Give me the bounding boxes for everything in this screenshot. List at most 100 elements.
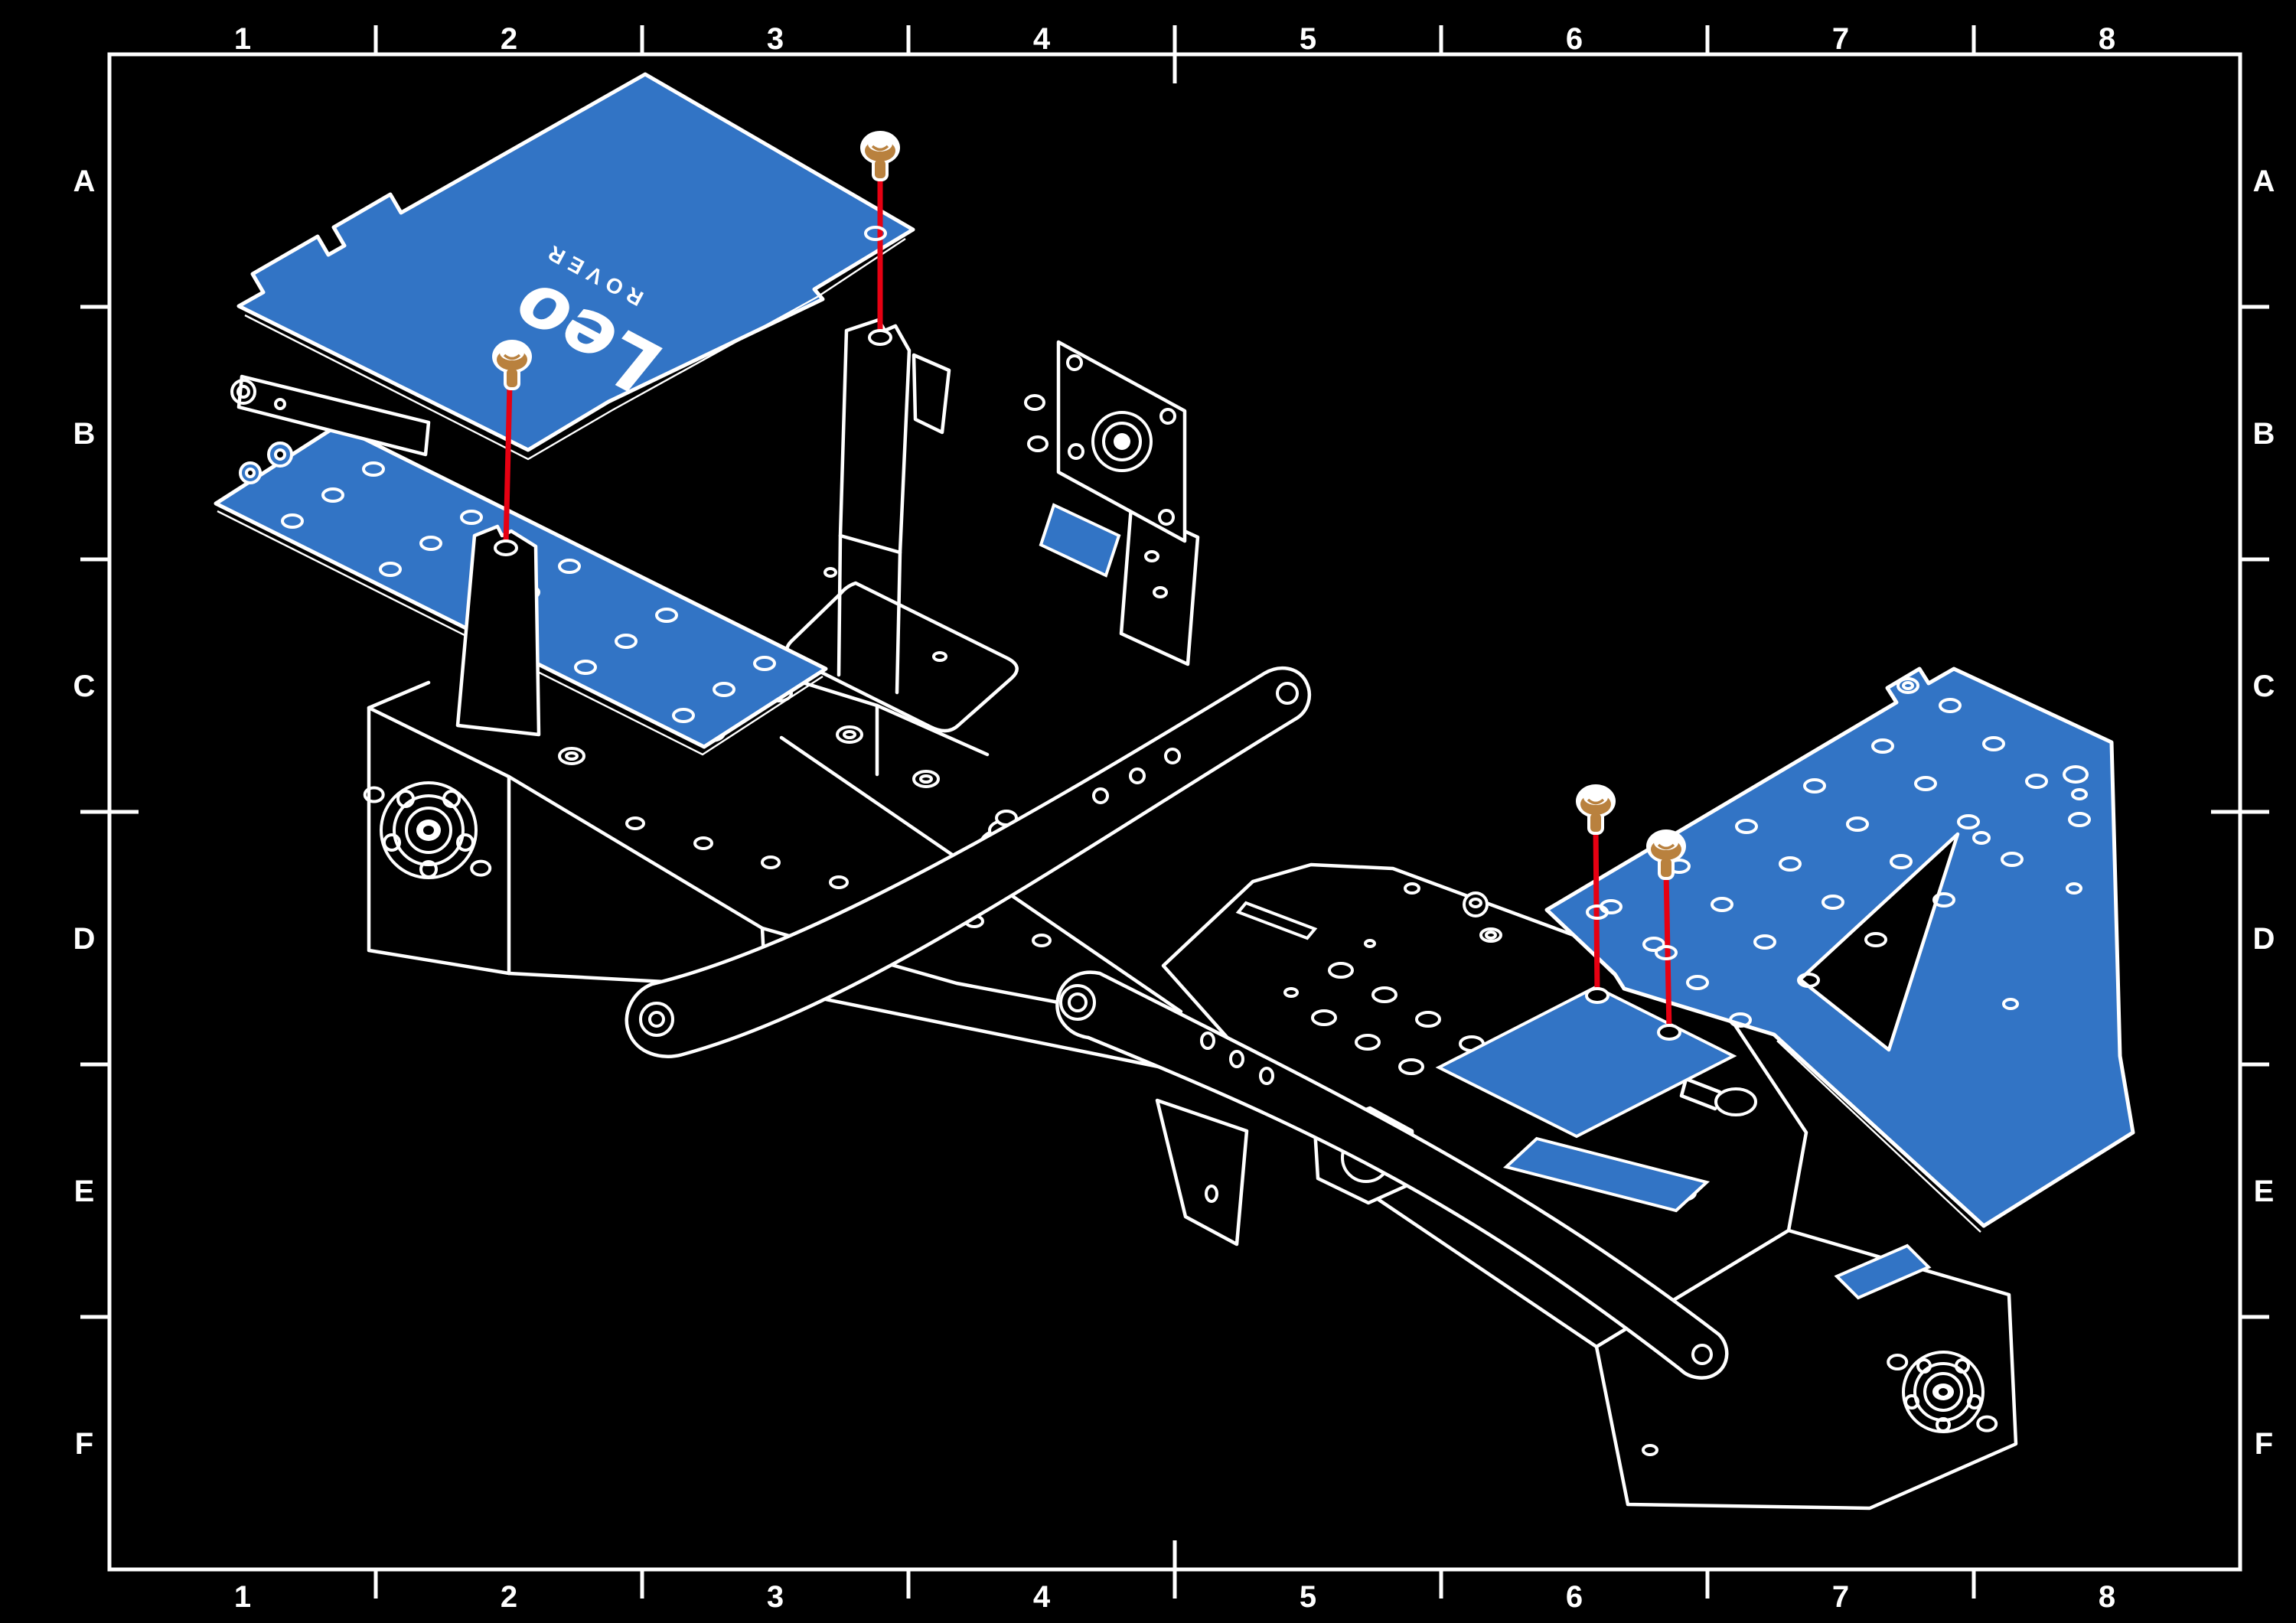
plate-hole <box>1711 897 1733 912</box>
col-label-top-6: 6 <box>1566 22 1583 56</box>
detail-hole <box>1972 831 1991 845</box>
plate-hole <box>2025 774 2048 789</box>
plate-hole <box>1846 816 1869 832</box>
target-hole-1 <box>494 539 518 556</box>
standoff-washer-inner <box>919 774 933 784</box>
chassis-hole-small <box>1283 987 1299 998</box>
plate-through-hole-2 <box>1655 945 1678 960</box>
chassis-hole <box>1311 1009 1337 1026</box>
plate-hole <box>460 510 483 525</box>
plate-hole <box>379 562 402 577</box>
fasteners-left <box>491 129 902 556</box>
standoff-washer-inner <box>843 730 856 739</box>
col-label-bottom-3: 3 <box>767 1580 784 1614</box>
detail-hole <box>1200 1031 1215 1050</box>
plate-hole <box>558 559 581 574</box>
detail-hole <box>932 651 947 662</box>
plate-hole <box>1821 895 1844 910</box>
hub-shaft-bore <box>1939 1388 1948 1396</box>
col-label-bottom-8: 8 <box>2099 1580 2115 1614</box>
chassis-hole <box>1415 1011 1441 1028</box>
hub-nut <box>1976 1415 1998 1432</box>
chassis-hole <box>1398 1058 1424 1075</box>
hub-bolt <box>1904 1394 1919 1410</box>
chassis-washer-inner <box>1485 930 1497 940</box>
arm-holes <box>1200 1031 1274 1085</box>
hub-bolt <box>1936 1417 1951 1432</box>
hub-bolt <box>419 860 438 878</box>
plate-hole <box>655 608 678 623</box>
assembly-left-exploded-view: Leo ROVER <box>214 72 1311 1074</box>
hub-ring <box>393 794 465 866</box>
row-label-left-D: D <box>73 922 96 956</box>
col-label-bottom-6: 6 <box>1566 1580 1583 1614</box>
hub-ring-inner <box>405 807 452 854</box>
hub-nut <box>470 859 492 877</box>
target-hole-2 <box>868 329 892 346</box>
side-plate-edge-holes <box>1972 831 2082 1010</box>
plate-hole <box>1957 814 1980 829</box>
wall-hole <box>1032 934 1052 947</box>
plate-hole <box>2068 812 2091 827</box>
vent-slot <box>1235 901 1318 940</box>
plate-hole <box>574 660 597 675</box>
row-label-left-B: B <box>73 417 96 451</box>
col-label-top-3: 3 <box>767 22 784 56</box>
side-support-plate <box>1544 666 2135 1233</box>
plate-hole <box>1871 738 1894 754</box>
detail-hole <box>1129 768 1146 784</box>
standoff-washer-inner <box>565 751 579 761</box>
plate-hole <box>1932 892 1955 908</box>
top-cover-plate: Leo ROVER <box>236 72 915 461</box>
keyhole-slot <box>1679 1077 1757 1116</box>
screw-3 <box>1574 783 1617 835</box>
detail-hole <box>1092 787 1109 804</box>
row-label-right-F: F <box>2255 1427 2273 1461</box>
chassis-hole-small <box>1364 939 1376 948</box>
plate-hole <box>1982 736 2005 751</box>
row-label-left-C: C <box>73 670 96 703</box>
row-label-right-A: A <box>2253 165 2275 198</box>
plate-hole <box>1939 698 1962 713</box>
col-label-bottom-2: 2 <box>501 1580 517 1614</box>
chassis-hole <box>1355 1034 1381 1051</box>
battery-plate-through-slot <box>1039 503 1121 578</box>
detail-hole <box>2002 998 2019 1010</box>
wheel-hub-right <box>1887 1351 1998 1433</box>
plate-hole <box>1914 776 1937 791</box>
plate-hole <box>281 513 304 529</box>
detail-hole <box>2066 882 2082 895</box>
wall-hole <box>693 836 713 850</box>
plate-hole <box>321 487 344 503</box>
wall-hole <box>761 855 781 869</box>
suspension-arm-left <box>625 666 1311 1058</box>
hub-nut <box>1887 1354 1909 1370</box>
hub-nut <box>363 786 385 803</box>
assembly-right-exploded-view <box>1055 666 2135 1511</box>
arm-holes <box>1092 748 1181 804</box>
row-label-right-B: B <box>2253 417 2275 451</box>
plate-hole <box>2001 852 2024 867</box>
wheel-hub-left <box>363 781 492 879</box>
hub-bolt <box>1955 1358 1970 1374</box>
chassis-washer <box>1479 927 1502 943</box>
plate-hole <box>1890 854 1913 869</box>
plate-hole <box>1729 1012 1752 1028</box>
col-label-bottom-5: 5 <box>1300 1580 1316 1614</box>
target-hole-4 <box>1657 1024 1681 1041</box>
chassis-hole-small <box>1404 882 1420 895</box>
cover-through-hole <box>864 226 887 241</box>
plate-hole <box>1753 934 1776 950</box>
battery-plate-under-chassis <box>1435 985 1737 1139</box>
col-label-bottom-1: 1 <box>234 1580 251 1614</box>
detail-hole <box>1259 1067 1274 1085</box>
floor-cutout <box>785 581 1019 733</box>
plate-hole <box>1735 819 1758 834</box>
col-label-bottom-7: 7 <box>1832 1580 1849 1614</box>
chassis-hole <box>1371 986 1397 1003</box>
hub-bolt <box>442 790 461 808</box>
plate-hole <box>1686 975 1709 990</box>
suspension-arm-right <box>1055 970 1729 1380</box>
screw-guide-line-4 <box>1663 872 1672 1031</box>
chassis-lower-wall-right <box>1594 1228 2018 1511</box>
